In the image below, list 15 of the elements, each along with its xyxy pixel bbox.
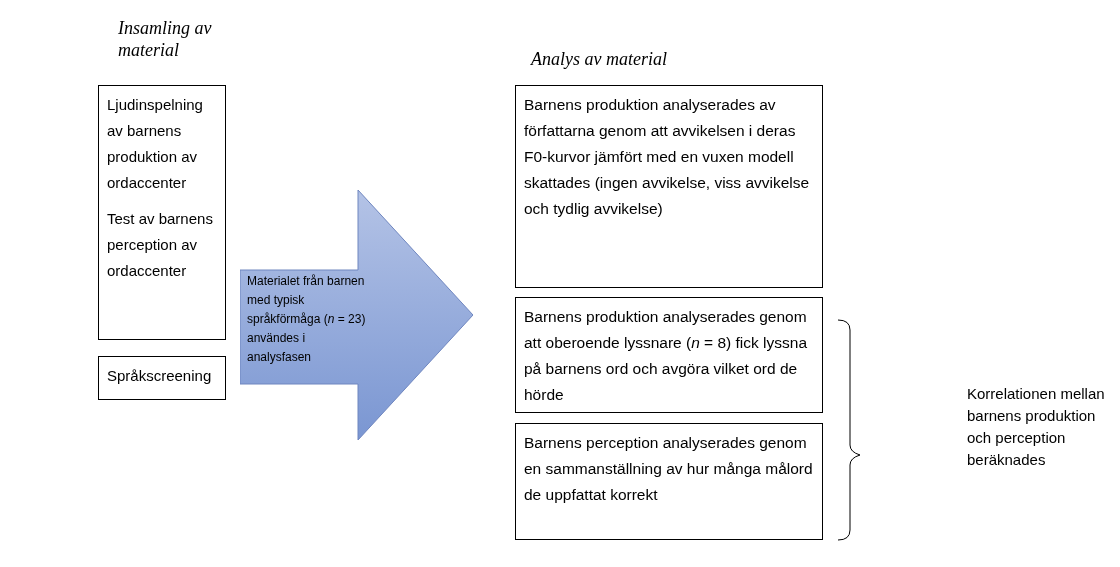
- process-box: [515, 297, 823, 413]
- box-text: Barnens perception analyserades genom en sammanställning av hur många målord de uppfattat korrekt: [524, 433, 814, 505]
- section-heading: Analys av material: [531, 48, 668, 70]
- box-text: Ljudinspelning av barnens produktion av ordaccenter: [107, 95, 204, 193]
- box-text: Barnens produktion analyserades genom att oberoende lyssnare (n = 8) fick lyssna på barnens ord och avgöra vilket ord de hörde: [524, 307, 809, 405]
- box-text: Test av barnens perception av ordaccenter: [107, 209, 214, 281]
- section-heading: Insamling av material: [118, 17, 213, 61]
- process-box: [98, 356, 226, 400]
- arrow-text: Materialet från barnen med typisk språkförmåga (n = 23) användes i analysfasen: [247, 273, 367, 366]
- process-box: [515, 85, 823, 288]
- box-text: Språkscreening: [107, 366, 213, 386]
- process-box: [515, 423, 823, 540]
- box-text: Barnens produktion analyserades av författarna genom att avvikelsen i deras F0-kurvor jämfört med en vuxen modell skattades (ingen avvikelse, viss avvikelse och tydlig avvikelse): [524, 95, 811, 219]
- process-box: [98, 85, 226, 340]
- annotation-text: Korrelationen mellan barnens produktion och perception beräknades: [967, 384, 1106, 470]
